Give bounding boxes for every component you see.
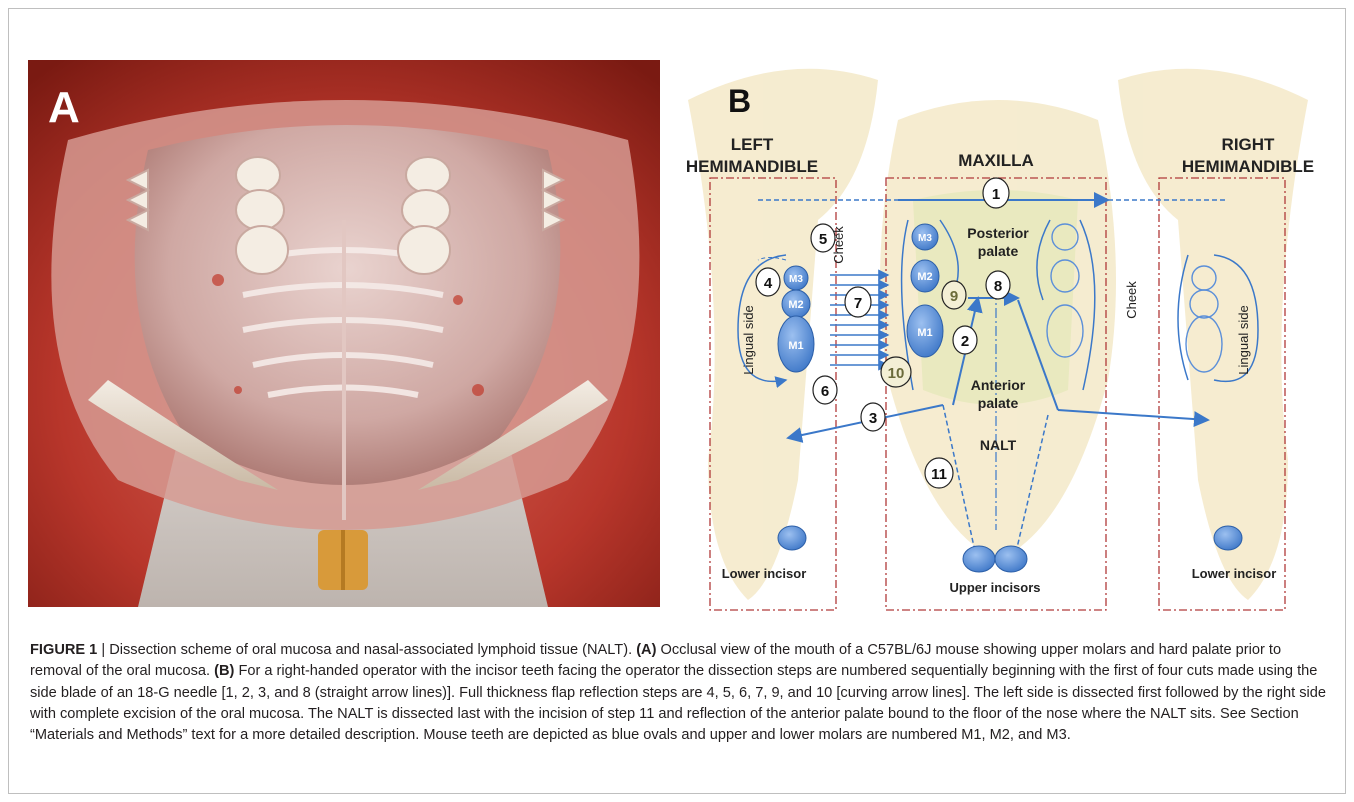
mouse-mouth-photo: A bbox=[28, 60, 660, 607]
step-5-marker: 5 bbox=[811, 224, 835, 252]
upper-incisor-right bbox=[995, 546, 1027, 572]
step-4-marker: 4 bbox=[756, 268, 780, 296]
left-lower-incisor-label: Lower incisor bbox=[722, 566, 807, 581]
left-m1: M1 bbox=[788, 340, 803, 352]
caption-intro: Dissection scheme of oral mucosa and nas… bbox=[109, 642, 636, 658]
step-8-marker: 8 bbox=[986, 271, 1010, 299]
left-m2: M2 bbox=[788, 299, 803, 311]
anterior-label-1: Anterior bbox=[971, 377, 1026, 393]
max-m2: M2 bbox=[917, 271, 932, 283]
left-lower-incisor bbox=[778, 526, 806, 550]
right-lower-incisor-label: Lower incisor bbox=[1192, 566, 1277, 581]
svg-text:10: 10 bbox=[888, 365, 905, 382]
right-title-1: RIGHT bbox=[1222, 135, 1276, 154]
left-lingual-side: Lingual side bbox=[741, 305, 756, 374]
step-1-marker: 1 bbox=[983, 178, 1009, 208]
svg-text:7: 7 bbox=[854, 295, 862, 312]
panel-a-photo: A bbox=[28, 60, 660, 607]
caption-separator: | bbox=[97, 642, 109, 658]
dissection-scheme: B LEFT HEMIMANDIBLE MAXILLA RIGHT HEMIMA… bbox=[668, 60, 1332, 612]
step-10-marker: 10 bbox=[881, 357, 911, 387]
svg-text:5: 5 bbox=[819, 231, 827, 248]
posterior-label-1: Posterior bbox=[967, 225, 1029, 241]
step-11-marker: 11 bbox=[925, 458, 953, 488]
svg-text:2: 2 bbox=[961, 333, 969, 350]
panel-a-label: A bbox=[48, 83, 80, 132]
left-title-2: HEMIMANDIBLE bbox=[686, 157, 818, 176]
svg-text:6: 6 bbox=[821, 383, 829, 400]
upper-incisors-label: Upper incisors bbox=[949, 580, 1040, 595]
right-lingual-side: Lingual side bbox=[1236, 305, 1251, 374]
max-m3: M3 bbox=[918, 233, 932, 244]
caption-b-label: (B) bbox=[214, 663, 234, 679]
step-2-marker: 2 bbox=[953, 326, 977, 354]
svg-text:8: 8 bbox=[994, 278, 1002, 295]
anterior-label-2: palate bbox=[978, 395, 1019, 411]
svg-text:1: 1 bbox=[992, 186, 1000, 203]
panel-b-diagram: B LEFT HEMIMANDIBLE MAXILLA RIGHT HEMIMA… bbox=[668, 60, 1332, 612]
panel-b-label: B bbox=[728, 83, 751, 119]
hard-palate bbox=[135, 125, 561, 485]
svg-text:11: 11 bbox=[931, 466, 947, 483]
upper-incisor-left bbox=[963, 546, 995, 572]
left-m3: M3 bbox=[789, 274, 803, 285]
right-lower-incisor bbox=[1214, 526, 1242, 550]
step-9-marker: 9 bbox=[942, 281, 966, 309]
step-7-marker: 7 bbox=[845, 287, 871, 317]
svg-text:3: 3 bbox=[869, 410, 877, 427]
center-title: MAXILLA bbox=[958, 151, 1034, 170]
right-title-2: HEMIMANDIBLE bbox=[1182, 157, 1314, 176]
nalt-label: NALT bbox=[980, 437, 1017, 453]
caption-a-label: (A) bbox=[636, 642, 656, 658]
left-title-1: LEFT bbox=[731, 135, 774, 154]
figure-label: FIGURE 1 bbox=[30, 642, 97, 658]
svg-text:9: 9 bbox=[950, 288, 958, 305]
right-cheek: Cheek bbox=[1124, 281, 1139, 319]
step-3-marker: 3 bbox=[861, 403, 885, 431]
step-6-marker: 6 bbox=[813, 376, 837, 404]
svg-text:4: 4 bbox=[764, 275, 773, 292]
figure-caption: FIGURE 1 | Dissection scheme of oral muc… bbox=[30, 640, 1330, 746]
max-m1: M1 bbox=[917, 327, 932, 339]
posterior-label-2: palate bbox=[978, 243, 1019, 259]
